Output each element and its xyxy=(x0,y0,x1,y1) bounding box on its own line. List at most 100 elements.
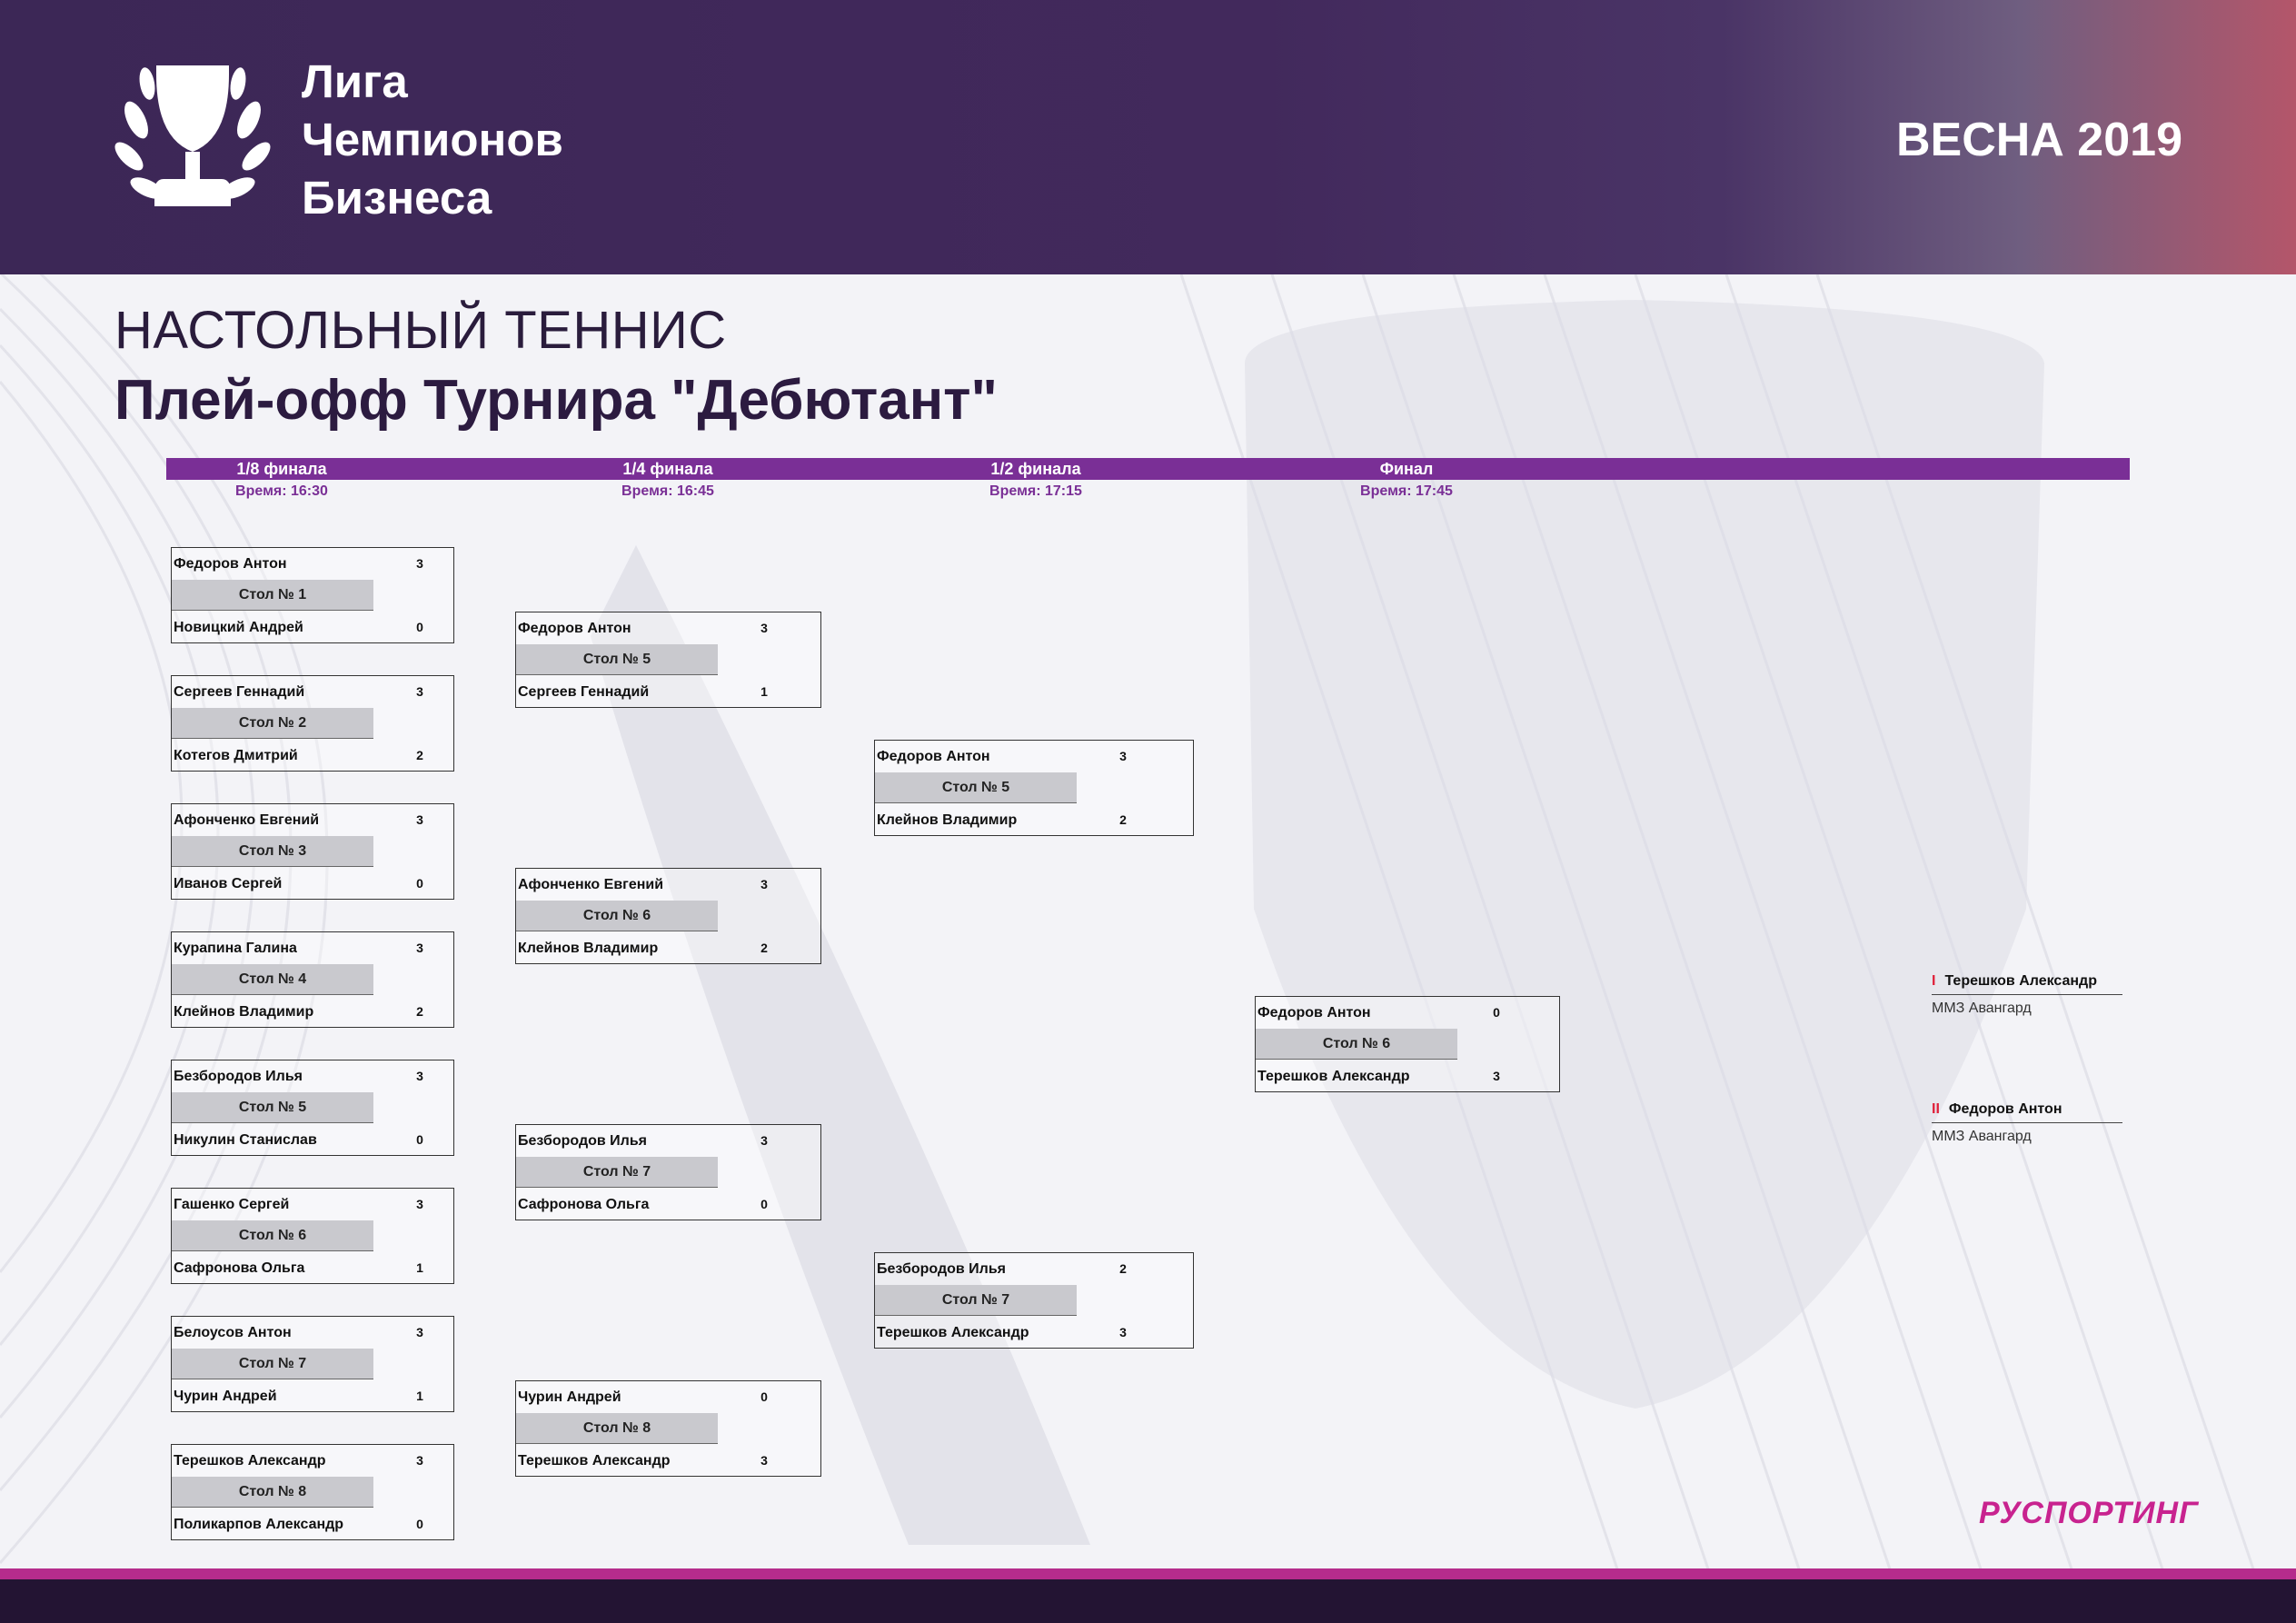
round-time-qf: Время: 16:45 xyxy=(621,483,714,499)
player-2: Поликарпов Александр xyxy=(174,1517,344,1532)
score-1: 3 xyxy=(760,1133,768,1148)
score-1: 3 xyxy=(416,1453,423,1468)
player-1: Чурин Андрей xyxy=(518,1389,621,1405)
table-label: Стол № 3 xyxy=(172,836,373,867)
table-label: Стол № 2 xyxy=(172,708,373,739)
table-label: Стол № 6 xyxy=(172,1220,373,1251)
match-sf-1: Федоров Антон 3 Стол № 5 Клейнов Владими… xyxy=(874,740,1194,836)
table-label: Стол № 5 xyxy=(516,644,718,675)
trophy-logo-icon xyxy=(114,65,271,206)
round-label-sf: 1/2 финала xyxy=(990,460,1081,478)
match-sf-2: Безбородов Илья 2 Стол № 7 Терешков Алек… xyxy=(874,1252,1194,1349)
player-2: Клейнов Владимир xyxy=(877,812,1018,828)
player-2: Никулин Станислав xyxy=(174,1132,317,1148)
player-1: Федоров Антон xyxy=(1257,1005,1371,1021)
score-2: 2 xyxy=(416,748,423,762)
match-r16-2: Сергеев Геннадий 3 Стол № 2 Котегов Дмит… xyxy=(171,675,454,772)
player-1: Федоров Антон xyxy=(877,749,990,764)
round-label-r16: 1/8 финала xyxy=(236,460,327,478)
rounds-bar xyxy=(166,458,2130,480)
footer-bar xyxy=(0,1579,2296,1623)
player-2: Новицкий Андрей xyxy=(174,620,303,635)
score-1: 3 xyxy=(416,1197,423,1211)
score-2: 1 xyxy=(416,1389,423,1403)
table-label: Стол № 7 xyxy=(172,1349,373,1379)
score-1: 0 xyxy=(760,1389,768,1404)
score-1: 3 xyxy=(1119,749,1127,763)
player-2: Сергеев Геннадий xyxy=(518,684,650,700)
score-2: 0 xyxy=(416,1132,423,1147)
place-number: I xyxy=(1932,973,1936,989)
player-1: Сергеев Геннадий xyxy=(174,684,305,700)
match-qf-3: Безбородов Илья 3 Стол № 7 Сафронова Оль… xyxy=(515,1124,821,1220)
table-label: Стол № 8 xyxy=(516,1413,718,1444)
score-2: 1 xyxy=(416,1260,423,1275)
score-2: 0 xyxy=(760,1197,768,1211)
player-1: Безбородов Илья xyxy=(174,1069,303,1084)
player-2: Сафронова Ольга xyxy=(518,1197,650,1212)
score-2: 2 xyxy=(416,1004,423,1019)
league-line-3: Бизнеса xyxy=(302,172,492,224)
score-1: 3 xyxy=(416,812,423,827)
winner-club: ММЗ Авангард xyxy=(1932,1129,2032,1144)
table-label: Стол № 4 xyxy=(172,964,373,995)
match-r16-6: Гашенко Сергей 3 Стол № 6 Сафронова Ольг… xyxy=(171,1188,454,1284)
round-label-final: Финал xyxy=(1379,460,1434,478)
table-label: Стол № 7 xyxy=(875,1285,1077,1316)
score-2: 0 xyxy=(416,876,423,891)
score-1: 3 xyxy=(416,941,423,955)
place-number: II xyxy=(1932,1101,1940,1117)
player-1: Безбородов Илья xyxy=(877,1261,1006,1277)
score-1: 3 xyxy=(760,877,768,891)
match-r16-5: Безбородов Илья 3 Стол № 5 Никулин Стани… xyxy=(171,1060,454,1156)
score-1: 3 xyxy=(416,684,423,699)
score-2: 3 xyxy=(1119,1325,1127,1339)
player-1: Афонченко Евгений xyxy=(518,877,664,892)
match-qf-4: Чурин Андрей 0 Стол № 8 Терешков Алексан… xyxy=(515,1380,821,1477)
footer-accent-stripe xyxy=(0,1568,2296,1579)
table-label: Стол № 8 xyxy=(172,1477,373,1508)
winner-name: Терешков Александр xyxy=(1944,973,2097,989)
score-2: 1 xyxy=(760,684,768,699)
league-line-1: Лига xyxy=(302,55,408,107)
match-final: Федоров Антон 0 Стол № 6 Терешков Алекса… xyxy=(1255,996,1560,1092)
sport-heading: НАСТОЛЬНЫЙ ТЕННИС xyxy=(114,301,727,360)
player-1: Федоров Антон xyxy=(518,621,631,636)
winner-first-place: I Терешков Александр ММЗ Авангард xyxy=(1932,969,2122,1017)
player-2: Клейнов Владимир xyxy=(518,941,659,956)
player-2: Котегов Дмитрий xyxy=(174,748,298,763)
brand-logo: РУСПОРТИНГ xyxy=(1979,1496,2199,1530)
score-2: 3 xyxy=(760,1453,768,1468)
score-2: 3 xyxy=(1493,1069,1500,1083)
player-1: Безбородов Илья xyxy=(518,1133,647,1149)
winner-club: ММЗ Авангард xyxy=(1932,1001,2032,1016)
table-label: Стол № 7 xyxy=(516,1157,718,1188)
player-2: Сафронова Ольга xyxy=(174,1260,305,1276)
match-qf-2: Афонченко Евгений 3 Стол № 6 Клейнов Вла… xyxy=(515,868,821,964)
winner-name: Федоров Антон xyxy=(1948,1101,2062,1117)
page-title: Плей-офф Турнира "Дебютант" xyxy=(114,369,998,432)
score-2: 0 xyxy=(416,620,423,634)
score-1: 3 xyxy=(760,621,768,635)
league-line-2: Чемпионов xyxy=(302,114,563,165)
table-label: Стол № 1 xyxy=(172,580,373,611)
score-1: 3 xyxy=(416,556,423,571)
player-2: Терешков Александр xyxy=(518,1453,671,1469)
table-label: Стол № 5 xyxy=(172,1092,373,1123)
winner-name-row: I Терешков Александр xyxy=(1932,969,2122,995)
league-name: Лига Чемпионов Бизнеса xyxy=(302,53,563,227)
score-1: 0 xyxy=(1493,1005,1500,1020)
player-1: Федоров Антон xyxy=(174,556,287,572)
season-label: ВЕСНА 2019 xyxy=(1895,114,2182,166)
score-1: 3 xyxy=(416,1069,423,1083)
player-2: Терешков Александр xyxy=(877,1325,1029,1340)
player-1: Гашенко Сергей xyxy=(174,1197,290,1212)
score-2: 2 xyxy=(1119,812,1127,827)
player-2: Чурин Андрей xyxy=(174,1389,277,1404)
winner-second-place: II Федоров Антон ММЗ Авангард xyxy=(1932,1097,2122,1145)
table-label: Стол № 5 xyxy=(875,772,1077,803)
round-label-qf: 1/4 финала xyxy=(622,460,713,478)
round-time-sf: Время: 17:15 xyxy=(989,483,1082,499)
table-label: Стол № 6 xyxy=(1256,1029,1457,1060)
player-1: Белоусов Антон xyxy=(174,1325,292,1340)
